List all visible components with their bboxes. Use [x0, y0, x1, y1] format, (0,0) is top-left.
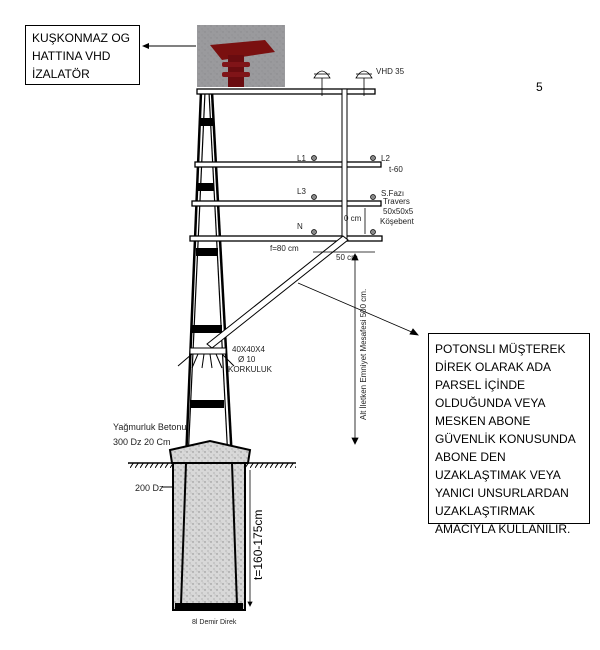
pole-bands — [190, 118, 224, 408]
depth-dimension — [247, 470, 253, 607]
callout-line: GÜVENLİK KONUSUNDA — [435, 432, 576, 446]
label-f80: f=80 cm — [270, 244, 299, 253]
callout-line: PARSEL İÇİNDE — [435, 378, 526, 392]
label-railing-dia: Ø 10 — [238, 355, 256, 364]
crossarms — [189, 88, 383, 242]
callout-line: AMACIYLA KULLANILIR. — [435, 522, 571, 536]
label-vhd: VHD 35 — [376, 67, 405, 76]
callout-line: MESKEN ABONE — [435, 414, 531, 428]
label-l3: L3 — [297, 187, 306, 196]
label-l1: L1 — [297, 154, 306, 163]
label-n: N — [297, 222, 303, 231]
callout-line: KUŞKONMAZ OG — [32, 31, 131, 45]
pin-insulators — [311, 155, 376, 235]
callout-line: POTONSLI MÜŞTEREK — [435, 342, 566, 356]
page-number: 5 — [536, 80, 543, 94]
vhd-insulators — [313, 70, 373, 96]
label-200dz: 200 Dz — [135, 483, 164, 493]
callout-pole-usage: POTONSLI MÜŞTEREK DİREK OLARAK ADA PARSE… — [428, 333, 590, 536]
label-concrete-cap-spec: 300 Dz 20 Cm — [113, 437, 171, 447]
label-s-fazi: S.Fazı — [381, 189, 404, 198]
label-depth: t=160-175cm — [251, 510, 265, 580]
callout-line: YANICI UNSURLARDAN — [435, 486, 569, 500]
label-kosebent-size: 50x50x5 — [383, 207, 414, 216]
label-t60: t-60 — [389, 165, 403, 174]
label-concrete-cap: Yağmurluk Betonu — [113, 422, 186, 432]
label-l2: L2 — [381, 154, 390, 163]
label-50cm: 50 cm — [336, 253, 358, 262]
callout-line: İZALATÖR — [32, 67, 90, 81]
dimension-lines — [297, 208, 419, 445]
label-travers: Travers — [383, 197, 410, 206]
callout-line: DİREK OLARAK ADA — [435, 360, 552, 374]
label-railing: KORKULUK — [228, 365, 273, 374]
rain-cap-concrete — [168, 439, 252, 464]
callout-line: ABONE DEN — [435, 450, 506, 464]
callout-line: HATTINA VHD — [32, 49, 111, 63]
label-kosebent: Köşebent — [380, 217, 415, 226]
label-cm: 0 cm — [344, 214, 362, 223]
callout-line: UZAKLAŞTIMAK VEYA — [435, 468, 561, 482]
callout-vhd-insulator: KUŞKONMAZ OG HATTINA VHD İZALATÖR — [25, 25, 140, 85]
callout-line: OLDUĞUNDA VEYA — [435, 396, 546, 410]
label-pole-type: 8l Demir Direk — [192, 619, 237, 626]
label-railing-size: 40X40X4 — [232, 345, 265, 354]
railing — [177, 347, 235, 369]
callout-line: UZAKLAŞTIRMAK — [435, 504, 536, 518]
insulator-photo — [197, 25, 285, 87]
label-clearance: Alt İletken Emniyet Mesafesi 500 cm. — [359, 289, 368, 420]
arrowhead-icon — [142, 43, 149, 49]
